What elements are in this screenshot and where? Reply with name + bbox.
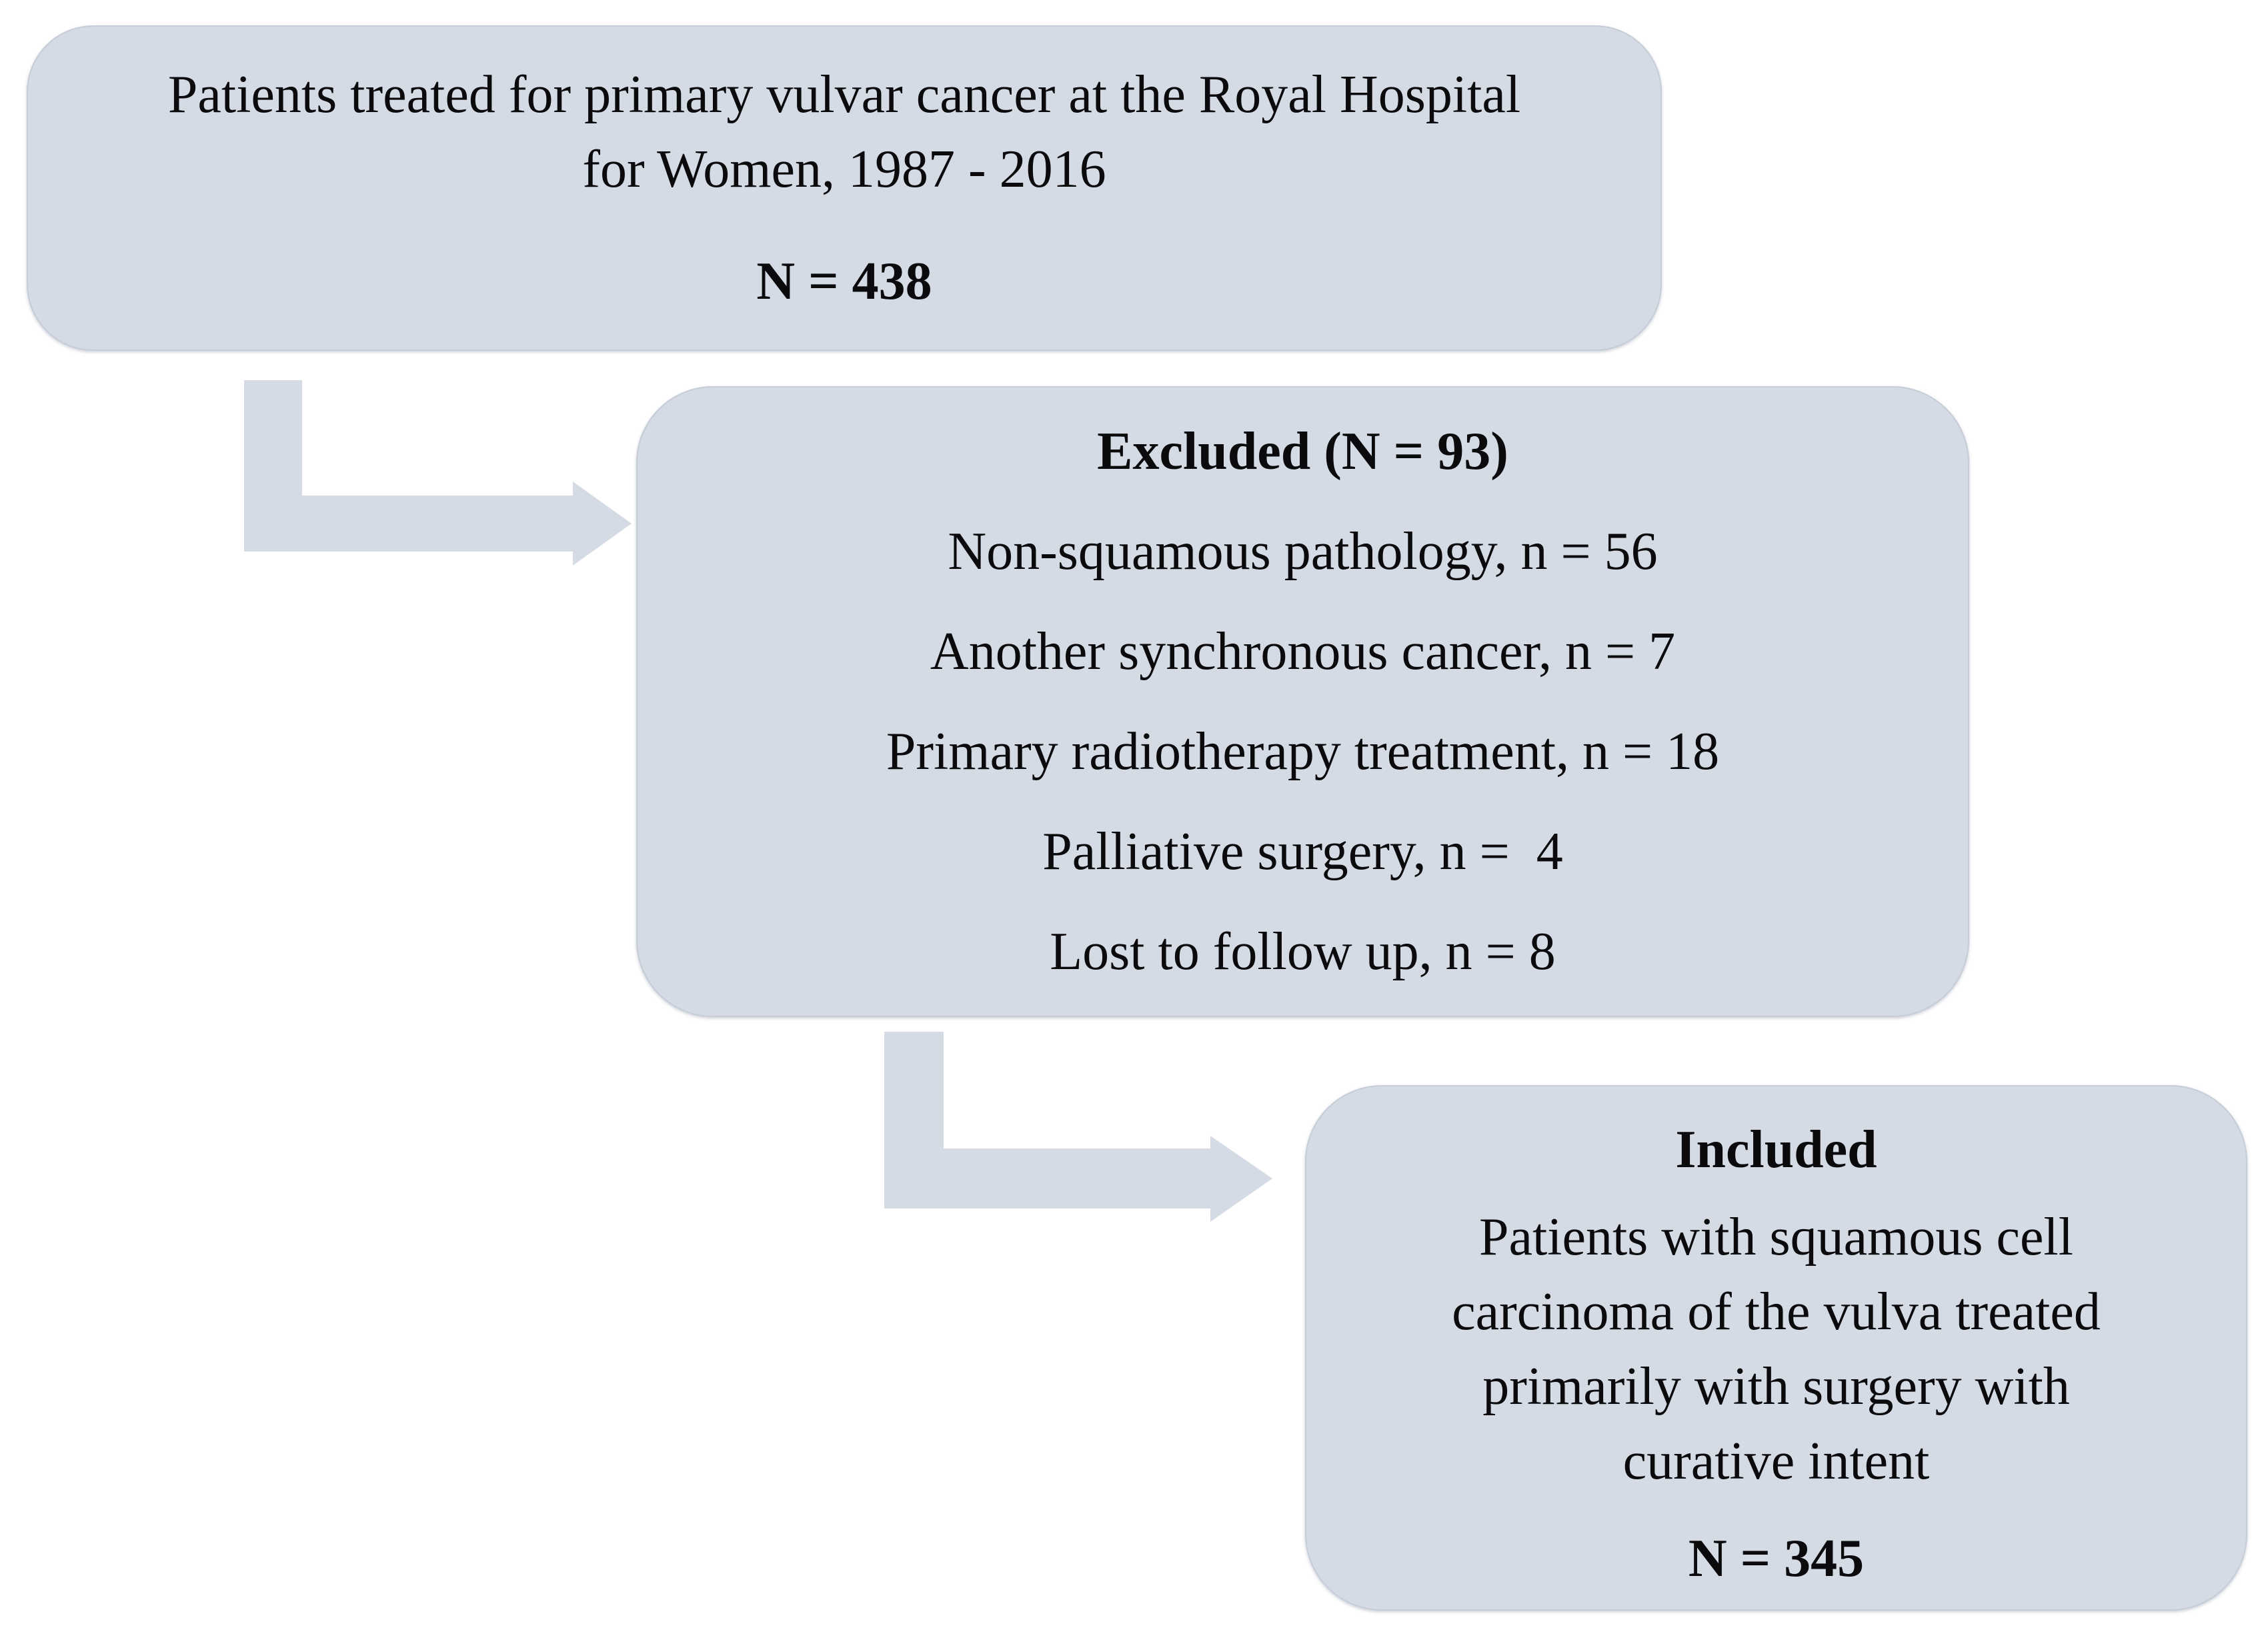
included-description-line: carcinoma of the vulva treated xyxy=(1452,1283,2101,1341)
included-description: Patients with squamous cell carcinoma of… xyxy=(1306,1200,2246,1499)
included-description-line: curative intent xyxy=(1622,1432,1930,1491)
excluded-item: Primary radiotherapy treatment, n = 18 xyxy=(886,722,1720,781)
source-title-line-1: Patients treated for primary vulvar canc… xyxy=(167,65,1521,124)
included-heading: Included xyxy=(1675,1120,1877,1179)
node-included: Included Patients with squamous cell car… xyxy=(1305,1085,2247,1611)
excluded-heading: Excluded (N = 93) xyxy=(1097,422,1508,481)
excluded-item: Non-squamous pathology, n = 56 xyxy=(948,522,1658,581)
excluded-item: Another synchronous cancer, n = 7 xyxy=(930,622,1676,681)
node-source-population: Patients treated for primary vulvar canc… xyxy=(27,25,1662,351)
included-description-line: primarily with surgery with xyxy=(1482,1357,2070,1416)
source-count: N = 438 xyxy=(756,252,932,311)
node-excluded: Excluded (N = 93) Non-squamous pathology… xyxy=(636,386,1969,1017)
elbow-arrow-excluded-to-included-icon xyxy=(884,1032,1272,1222)
elbow-arrow-source-to-excluded-icon xyxy=(244,380,632,566)
included-description-line: Patients with squamous cell xyxy=(1478,1208,2073,1267)
included-count: N = 345 xyxy=(1688,1529,1865,1588)
excluded-item: Lost to follow up, n = 8 xyxy=(1050,922,1556,981)
excluded-item: Palliative surgery, n = 4 xyxy=(1042,822,1563,881)
source-title-line-2: for Women, 1987 - 2016 xyxy=(582,140,1106,199)
